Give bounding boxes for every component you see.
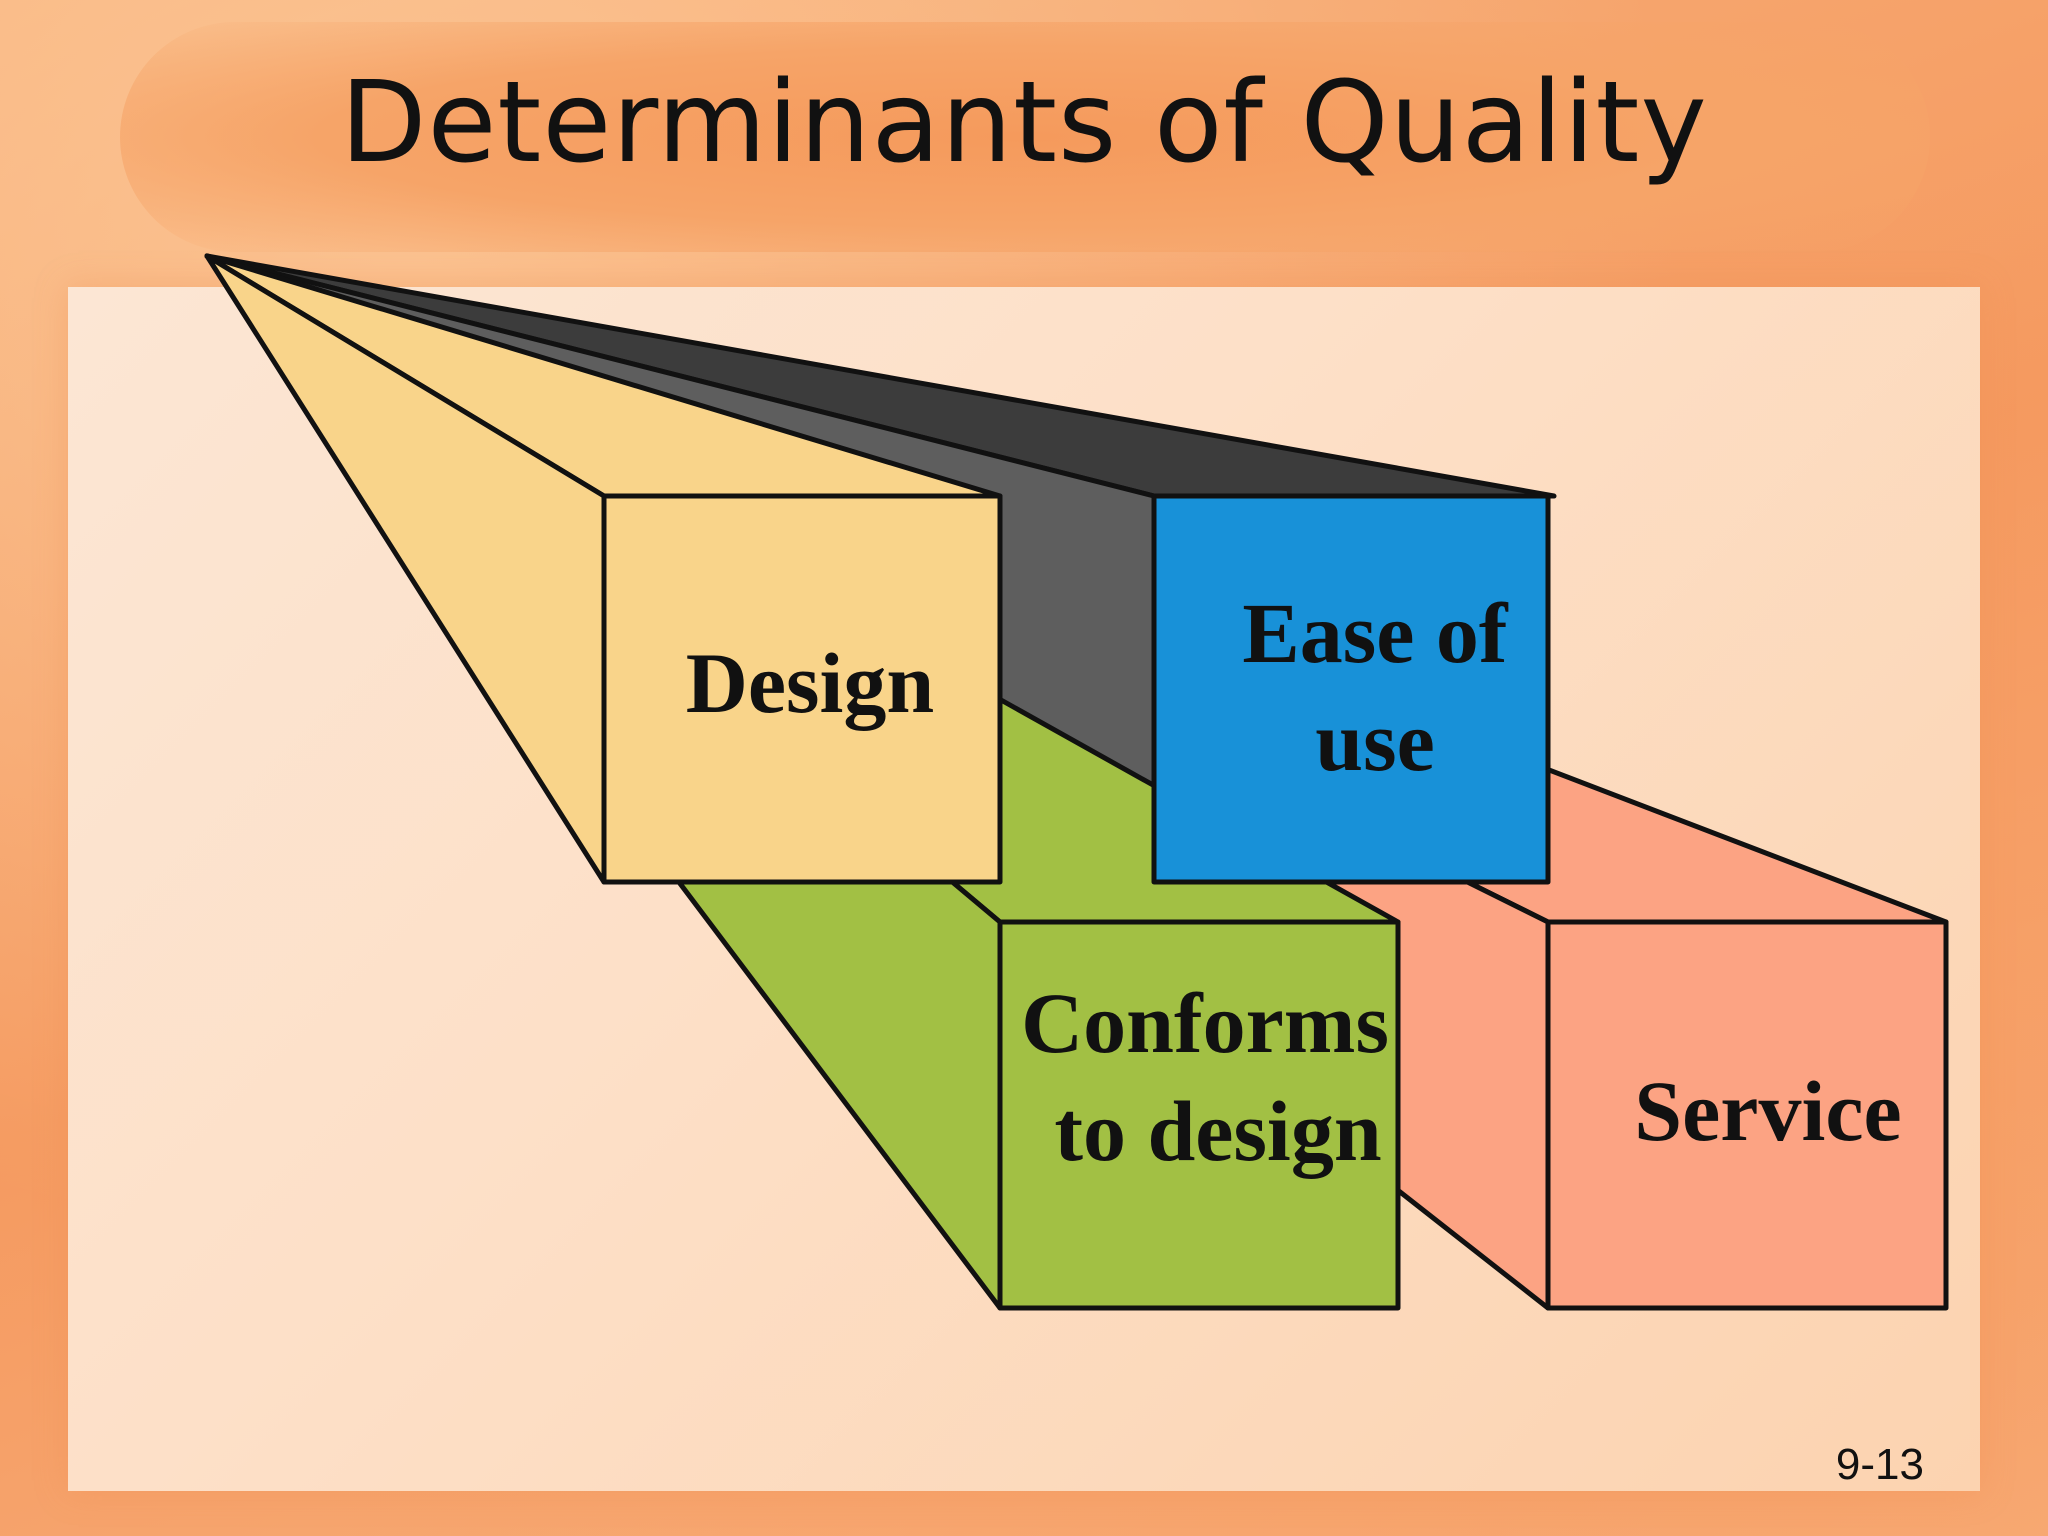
ease-of-use-label-line-2: use <box>1315 693 1434 789</box>
conforms-label-line-2: to design <box>1054 1083 1381 1179</box>
design-label: Design <box>686 635 934 731</box>
title-band <box>120 22 1930 252</box>
service-box <box>1545 919 1949 1311</box>
service-label: Service <box>1634 1063 1901 1159</box>
slide-number: 9-13 <box>1835 1440 1924 1489</box>
ease-of-use-label-line-1: Ease of <box>1242 585 1509 681</box>
design-box <box>601 493 1003 885</box>
ease-of-use-box <box>1151 493 1551 885</box>
conforms-label-line-1: Conforms <box>1021 975 1389 1071</box>
page-title: Determinants of Quality <box>340 58 1708 188</box>
conforms-to-design-box <box>997 919 1401 1311</box>
